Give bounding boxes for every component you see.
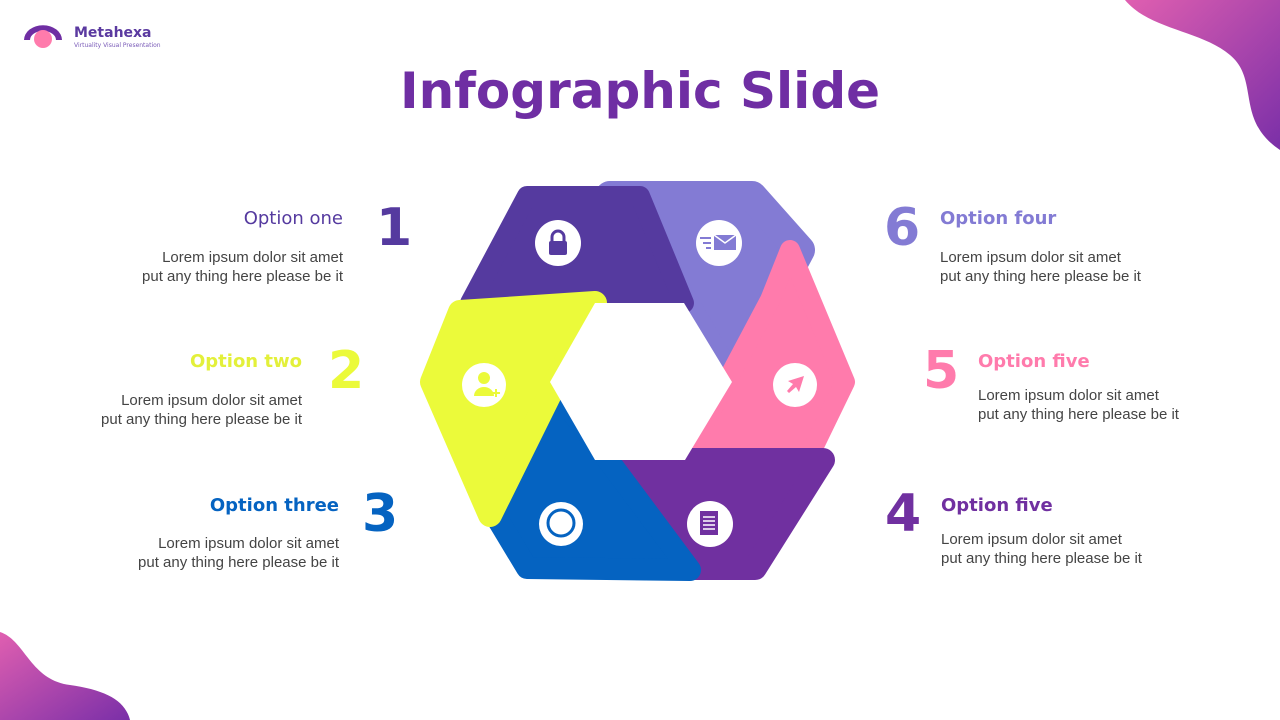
option-4-label: Option five [941,495,1053,516]
email-icon [696,220,742,266]
option-5-label: Option five [978,351,1090,372]
document-icon [687,501,733,547]
cursor-icon [773,363,817,407]
segment-icons [462,220,817,547]
option-5-number: 5 [923,341,960,401]
option-2-number: 2 [328,341,365,401]
page-title: Infographic Slide [399,62,881,120]
segment-yellow [420,291,607,527]
option-4-number: 4 [885,484,922,544]
option-1-label: Option one [243,208,343,229]
option-6-number: 6 [884,198,921,258]
brand-name: Metahexa [74,25,152,41]
lock-icon [535,220,581,266]
logo-mark [24,25,62,48]
option-3-label: Option three [209,495,339,516]
brand-tagline: Virtuality Visual Presentation [74,42,161,49]
corner-blob-top-right [1125,0,1280,150]
corner-blob-bottom-left [0,632,130,720]
option-6-label: Option four [940,208,1057,229]
chat-icon [539,502,583,546]
hexagon-infographic [420,181,855,581]
option-1-number: 1 [376,198,413,258]
hexagon-center [550,303,732,460]
option-3-number: 3 [362,484,399,544]
option-2-label: Option two [189,351,302,372]
add-user-icon [462,363,506,407]
